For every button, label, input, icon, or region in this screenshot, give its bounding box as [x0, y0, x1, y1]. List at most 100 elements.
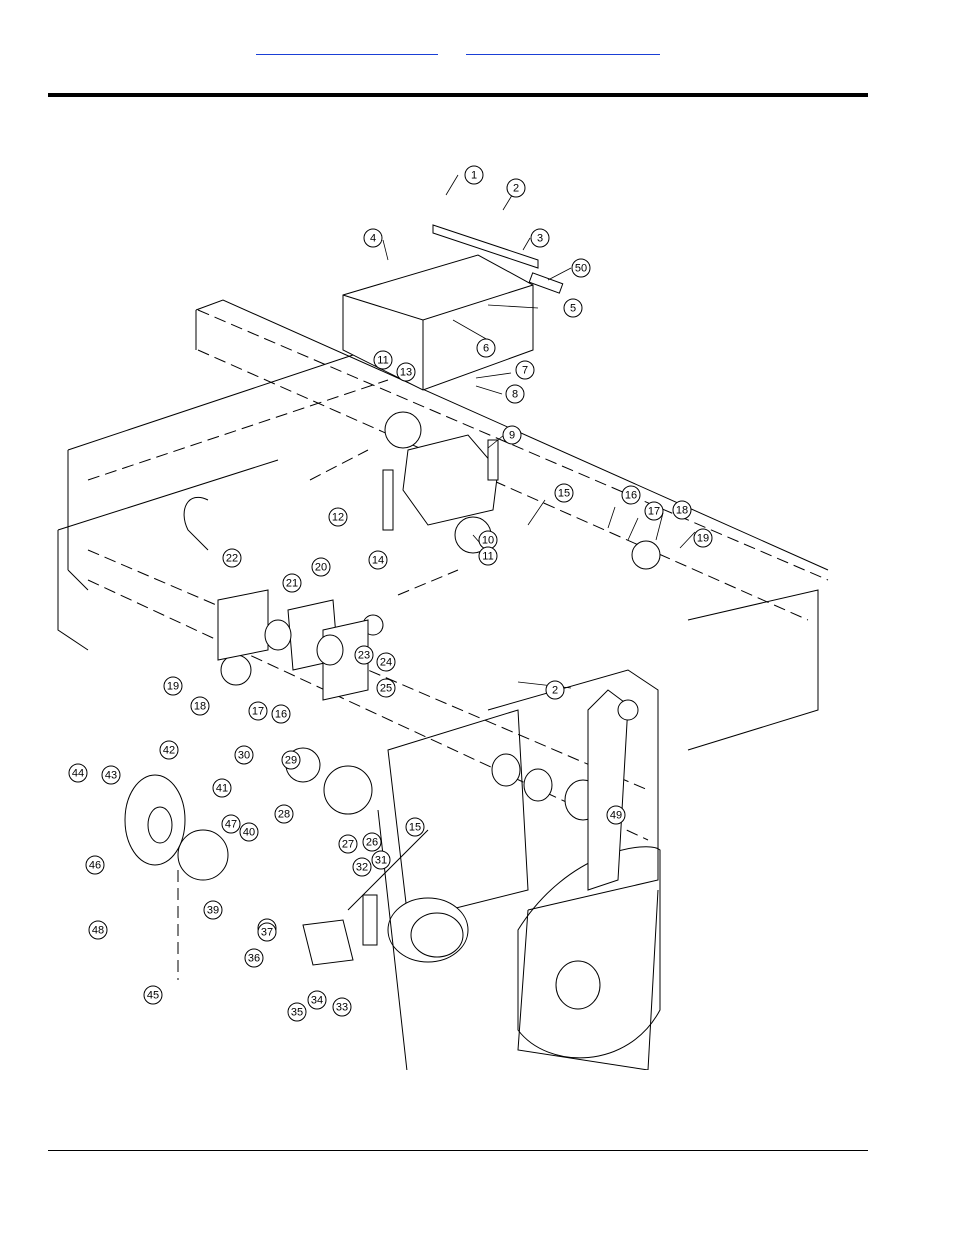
svg-text:2: 2: [513, 183, 519, 195]
callout-11: 11: [374, 351, 392, 369]
callout-4: 4: [364, 229, 382, 247]
svg-text:30: 30: [238, 750, 250, 762]
svg-text:19: 19: [697, 533, 709, 545]
svg-text:13: 13: [400, 367, 412, 379]
callout-17: 17: [249, 702, 267, 720]
callout-10: 10: [479, 531, 497, 549]
svg-text:47: 47: [225, 819, 237, 831]
drawing-lines: [58, 175, 828, 1070]
callout-48: 48: [89, 921, 107, 939]
callout-33: 33: [333, 998, 351, 1016]
svg-text:9: 9: [509, 430, 515, 442]
header-rule: [48, 93, 868, 97]
callout-31: 31: [372, 851, 390, 869]
callout-35: 35: [288, 1003, 306, 1021]
callout-2: 2: [546, 681, 564, 699]
callout-6: 6: [477, 339, 495, 357]
nav-link-previous[interactable]: [256, 40, 438, 55]
callout-3: 3: [531, 229, 549, 247]
svg-text:28: 28: [278, 809, 290, 821]
callout-13: 13: [397, 363, 415, 381]
callout-28: 28: [275, 805, 293, 823]
callout-1: 1: [465, 166, 483, 184]
callout-7: 7: [516, 361, 534, 379]
svg-text:49: 49: [610, 810, 622, 822]
callout-24: 24: [377, 653, 395, 671]
callout-16: 16: [622, 486, 640, 504]
callout-37: 37: [258, 923, 276, 941]
svg-text:10: 10: [482, 535, 494, 547]
callout-2: 2: [507, 179, 525, 197]
svg-text:46: 46: [89, 860, 101, 872]
callout-18: 18: [191, 697, 209, 715]
callout-11: 11: [479, 547, 497, 565]
svg-text:15: 15: [409, 822, 421, 834]
svg-text:17: 17: [252, 706, 264, 718]
svg-text:5: 5: [570, 303, 576, 315]
svg-text:33: 33: [336, 1002, 348, 1014]
svg-text:4: 4: [370, 233, 376, 245]
svg-text:12: 12: [332, 512, 344, 524]
svg-text:17: 17: [648, 506, 660, 518]
svg-text:43: 43: [105, 770, 117, 782]
svg-text:16: 16: [625, 490, 637, 502]
callout-47: 47: [222, 815, 240, 833]
svg-text:6: 6: [483, 343, 489, 355]
svg-text:27: 27: [342, 839, 354, 851]
callout-22: 22: [223, 549, 241, 567]
svg-text:50: 50: [575, 263, 587, 275]
svg-text:29: 29: [285, 755, 297, 767]
callout-19: 19: [164, 677, 182, 695]
svg-text:3: 3: [537, 233, 543, 245]
callout-49: 49: [607, 806, 625, 824]
svg-text:19: 19: [167, 681, 179, 693]
callout-46: 46: [86, 856, 104, 874]
callout-27: 27: [339, 835, 357, 853]
svg-text:23: 23: [358, 650, 370, 662]
svg-text:37: 37: [261, 927, 273, 939]
callout-36: 36: [245, 949, 263, 967]
callout-5: 5: [564, 299, 582, 317]
callout-12: 12: [329, 508, 347, 526]
svg-text:20: 20: [315, 562, 327, 574]
svg-text:31: 31: [375, 855, 387, 867]
callout-19: 19: [694, 529, 712, 547]
callout-20: 20: [312, 558, 330, 576]
svg-text:36: 36: [248, 953, 260, 965]
nav-link-next[interactable]: [466, 40, 660, 55]
svg-text:8: 8: [512, 389, 518, 401]
callout-45: 45: [144, 986, 162, 1004]
callout-15: 15: [555, 484, 573, 502]
svg-text:44: 44: [72, 768, 84, 780]
svg-text:41: 41: [216, 783, 228, 795]
callout-41: 41: [213, 779, 231, 797]
svg-text:21: 21: [286, 578, 298, 590]
callout-17: 17: [645, 502, 663, 520]
callout-25: 25: [377, 679, 395, 697]
svg-text:16: 16: [275, 709, 287, 721]
callout-8: 8: [506, 385, 524, 403]
callout-43: 43: [102, 766, 120, 784]
callout-40: 40: [240, 823, 258, 841]
callout-23: 23: [355, 646, 373, 664]
callout-34: 34: [308, 991, 326, 1009]
callout-9: 9: [503, 426, 521, 444]
callout-42: 42: [160, 741, 178, 759]
svg-text:26: 26: [366, 837, 378, 849]
callout-50: 50: [572, 259, 590, 277]
svg-text:35: 35: [291, 1007, 303, 1019]
callout-14: 14: [369, 551, 387, 569]
callout-29: 29: [282, 751, 300, 769]
svg-text:42: 42: [163, 745, 175, 757]
callout-39: 39: [204, 901, 222, 919]
callout-16: 16: [272, 705, 290, 723]
svg-text:15: 15: [558, 488, 570, 500]
callout-44: 44: [69, 764, 87, 782]
svg-text:18: 18: [676, 505, 688, 517]
footer-rule: [48, 1150, 868, 1151]
svg-text:32: 32: [356, 862, 368, 874]
svg-text:39: 39: [207, 905, 219, 917]
svg-text:22: 22: [226, 553, 238, 565]
svg-text:11: 11: [377, 355, 388, 367]
